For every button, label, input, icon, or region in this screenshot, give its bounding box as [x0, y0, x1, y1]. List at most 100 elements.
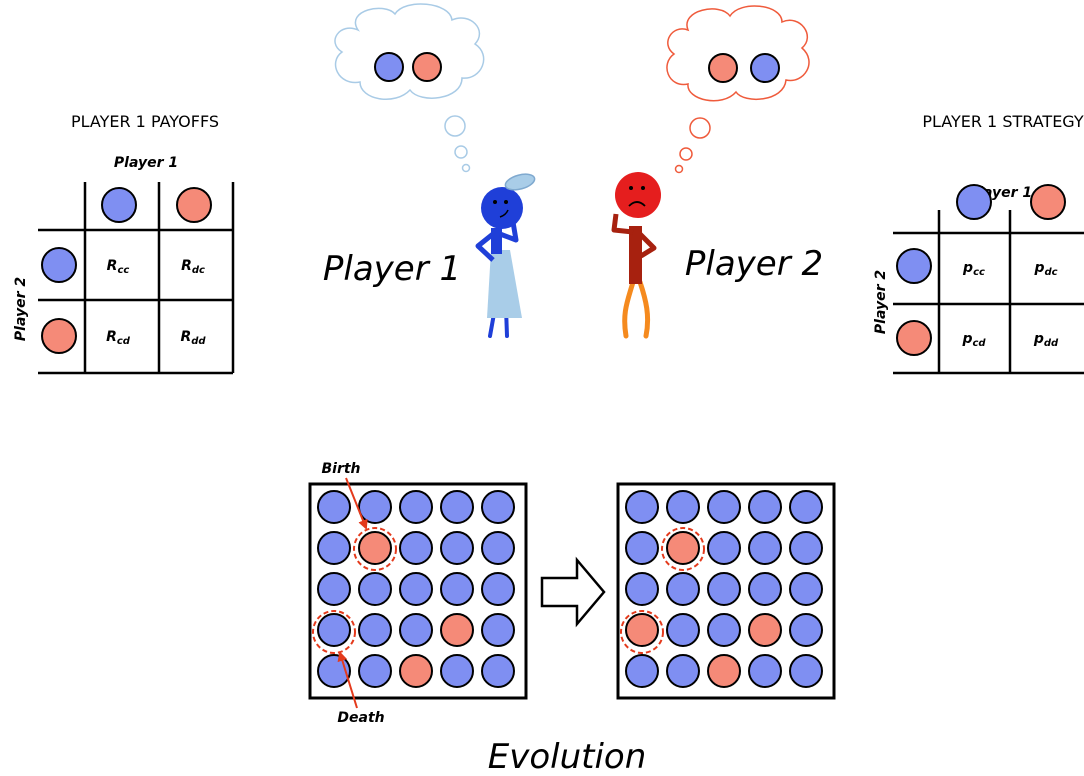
cooperator-cell: [317, 572, 351, 606]
cooperator-cell: [481, 531, 515, 565]
cooperator-cell: [440, 490, 474, 524]
strategy-cell-dd: pdd: [1033, 331, 1059, 349]
strategy-cell-cc: pcc: [962, 260, 985, 278]
blue-strategy-disc: [101, 187, 137, 223]
grid-before: [308, 482, 528, 700]
grid-before-cells: [317, 490, 515, 688]
death-label: Death: [337, 710, 384, 726]
player2-thought-cloud: [666, 5, 810, 174]
payoff-cell-cc: Rcc: [107, 258, 130, 276]
payoff-table-title: PLAYER 1 PAYOFFS: [71, 112, 219, 131]
cooperator-cell: [358, 490, 392, 524]
strategy-cell-cd: pcd: [961, 331, 986, 349]
cooperator-cell: [789, 572, 823, 606]
cooperator-cell: [440, 572, 474, 606]
payoff-row-header: Player 2: [13, 277, 29, 341]
player1-thought-cloud: [334, 3, 485, 173]
cooperator-cell: [789, 531, 823, 565]
thought-red-disc: [412, 52, 442, 82]
cooperator-cell: [748, 572, 782, 606]
birth-arrow: [345, 477, 368, 530]
cooperator-cell: [666, 490, 700, 524]
cooperator-cell: [481, 572, 515, 606]
blue-strategy-disc: [956, 184, 992, 220]
payoff-col-header: Player 1: [114, 155, 178, 171]
strategy-cell-dc: pdc: [1033, 260, 1057, 278]
defector-cell: [625, 613, 659, 647]
red-strategy-disc: [896, 320, 932, 356]
cooperator-cell: [440, 531, 474, 565]
cooperator-cell: [399, 531, 433, 565]
grid-before-frame: [308, 482, 528, 700]
payoff-cell-dc: Rdc: [181, 258, 205, 276]
red-strategy-disc: [1030, 184, 1066, 220]
cooperator-cell: [481, 654, 515, 688]
cooperator-cell: [789, 490, 823, 524]
defector-cell: [748, 613, 782, 647]
strategy-row-header: Player 2: [873, 270, 889, 334]
payoff-grid-lines: [38, 182, 235, 375]
thought-blue-disc: [750, 53, 780, 83]
thought-blue-disc: [374, 52, 404, 82]
defector-cell: [399, 654, 433, 688]
birth-label: Birth: [321, 461, 360, 477]
payoff-cell-dd: Rdd: [180, 329, 206, 347]
payoff-cell-cd: Rcd: [106, 329, 131, 347]
strategy-grid-lines: [893, 210, 1084, 375]
cooperator-cell: [748, 654, 782, 688]
cooperator-cell: [625, 531, 659, 565]
cooperator-cell: [748, 531, 782, 565]
player1-figure: [475, 173, 536, 338]
death-arrow: [337, 651, 358, 709]
cooperator-cell: [481, 490, 515, 524]
strategy-table: PLAYER 1 STRATEGY Player 1 Player 2 pcc …: [873, 112, 1084, 375]
cooperator-cell: [317, 654, 351, 688]
cooperator-cell: [789, 654, 823, 688]
transition-arrow-icon: [540, 556, 606, 628]
cooperator-cell: [399, 572, 433, 606]
evolution-title: Evolution: [488, 737, 647, 776]
blue-strategy-disc: [41, 247, 77, 283]
defector-cell: [707, 654, 741, 688]
blue-strategy-disc: [896, 248, 932, 284]
death-highlight-ring: [312, 610, 356, 654]
death-highlight-ring: [620, 610, 664, 654]
birth-highlight-ring: [353, 527, 397, 571]
cooperator-cell: [399, 490, 433, 524]
cooperator-cell: [358, 613, 392, 647]
cooperator-cell: [625, 490, 659, 524]
red-strategy-disc: [41, 318, 77, 354]
cooperator-cell: [625, 572, 659, 606]
cooperator-cell: [317, 613, 351, 647]
payoff-table: PLAYER 1 PAYOFFS Player 1 Player 2 Rcc R…: [13, 112, 235, 375]
cooperator-cell: [317, 490, 351, 524]
cooperator-cell: [707, 613, 741, 647]
cooperator-cell: [317, 531, 351, 565]
cooperator-cell: [748, 490, 782, 524]
defector-cell: [666, 531, 700, 565]
birth-highlight-ring: [661, 527, 705, 571]
cooperator-cell: [707, 490, 741, 524]
cooperator-cell: [399, 613, 433, 647]
grid-after-frame: [616, 482, 836, 700]
defector-cell: [440, 613, 474, 647]
grid-after-cells: [625, 490, 823, 688]
strategy-table-title: PLAYER 1 STRATEGY: [922, 112, 1084, 131]
cooperator-cell: [666, 613, 700, 647]
cooperator-cell: [789, 613, 823, 647]
cooperator-cell: [707, 531, 741, 565]
cooperator-cell: [358, 572, 392, 606]
cooperator-cell: [707, 572, 741, 606]
cooperator-cell: [666, 654, 700, 688]
cooperator-cell: [666, 572, 700, 606]
cooperator-cell: [481, 613, 515, 647]
cooperator-cell: [625, 654, 659, 688]
thought-red-disc: [708, 53, 738, 83]
player1-label: Player 1: [323, 249, 461, 289]
defector-cell: [358, 531, 392, 565]
player2-label: Player 2: [685, 244, 823, 284]
player2-figure: [611, 172, 661, 339]
cooperator-cell: [358, 654, 392, 688]
cooperator-cell: [440, 654, 474, 688]
